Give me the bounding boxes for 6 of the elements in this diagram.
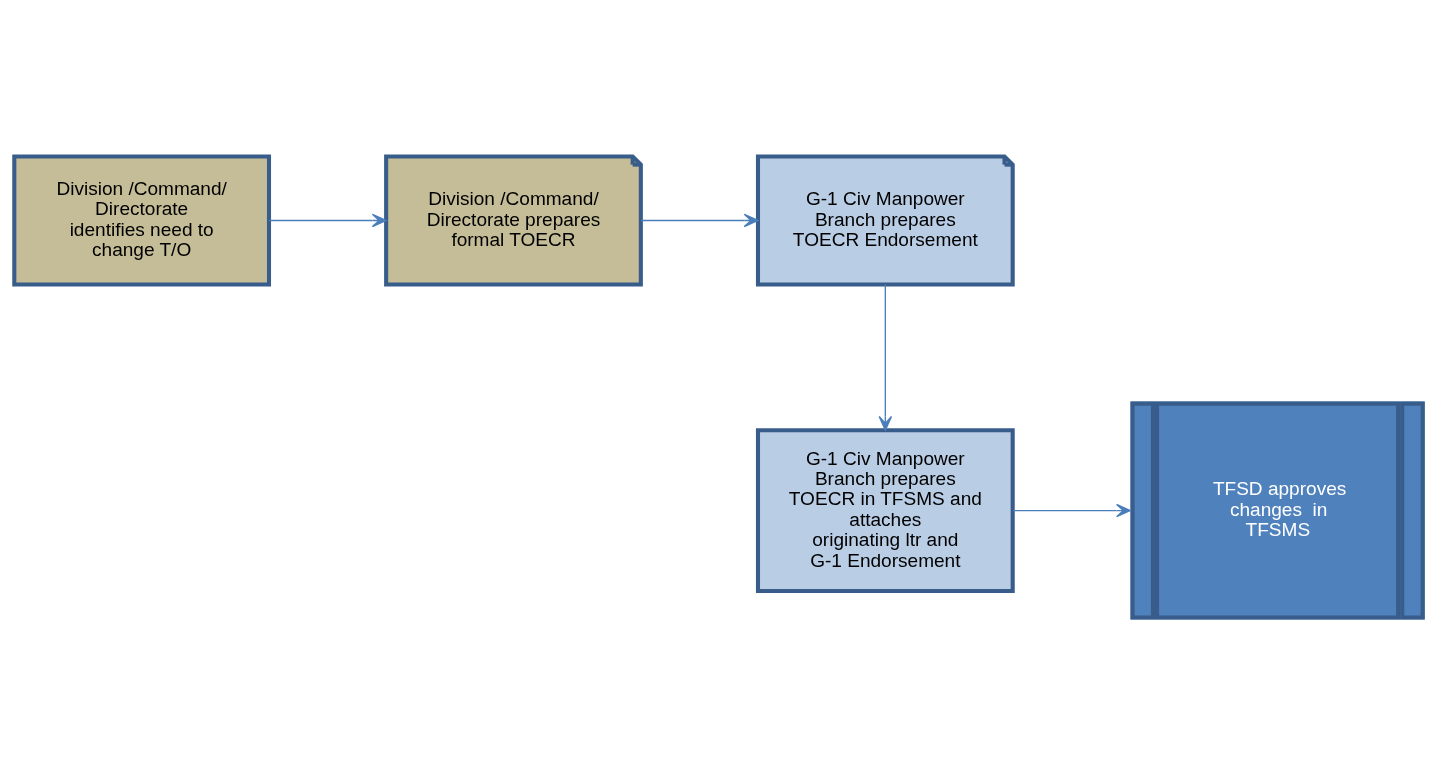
arrow xyxy=(268,213,387,227)
node-box: G-1 Civ Manpower Branch prepares TOECR in TFSMS and attaches originating ltr and G-1 Endorsement xyxy=(755,427,1015,593)
arrow xyxy=(640,213,759,227)
node-box: Division /Command/ Directorate identifies need to change T/O xyxy=(12,153,272,287)
arrow xyxy=(1012,503,1131,517)
arrow xyxy=(878,283,893,431)
